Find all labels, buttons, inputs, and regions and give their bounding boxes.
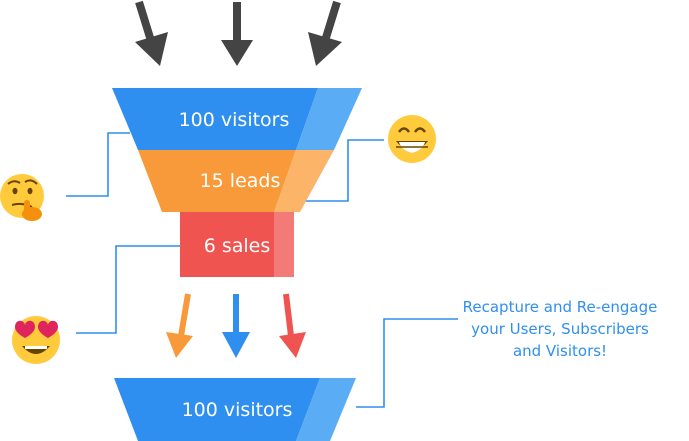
- output-visitors-label: 100 visitors: [182, 399, 293, 421]
- connector-heart-eyes: [76, 245, 182, 334]
- recapture-callout: Recapture and Re-engage your Users, Subs…: [440, 296, 680, 362]
- incoming-arrows: [135, 0, 342, 66]
- funnel-stage-leads: 15 leads: [138, 150, 334, 212]
- connector-lines: [66, 132, 458, 408]
- connector-grinning: [300, 139, 384, 202]
- stage-visitors-label: 100 visitors: [179, 109, 290, 131]
- stage-leads-label: 15 leads: [200, 170, 281, 192]
- connector-thinking: [66, 132, 130, 197]
- outgoing-arrow-blue-icon: [222, 294, 250, 358]
- connector-callout: [356, 318, 458, 408]
- incoming-arrow-right-icon: [308, 0, 342, 66]
- thinking-face-icon: [0, 174, 44, 221]
- callout-line-1: Recapture and Re-engage: [462, 298, 658, 316]
- outgoing-arrows: [166, 293, 306, 358]
- grinning-face-icon: [388, 115, 436, 163]
- outgoing-arrow-orange-icon: [166, 293, 193, 358]
- callout-line-3: and Visitors!: [512, 342, 608, 360]
- callout-line-2: your Users, Subscribers: [471, 320, 649, 338]
- incoming-arrow-center-icon: [221, 2, 253, 66]
- stage-sales-label: 6 sales: [204, 235, 271, 257]
- funnel-stage-visitors: 100 visitors: [112, 88, 362, 150]
- funnel-output-visitors: 100 visitors: [114, 378, 356, 441]
- heart-eyes-face-icon: [12, 316, 60, 364]
- outgoing-arrow-red-icon: [279, 293, 306, 358]
- incoming-arrow-left-icon: [135, 0, 168, 66]
- funnel-stage-sales: 6 sales: [180, 212, 294, 277]
